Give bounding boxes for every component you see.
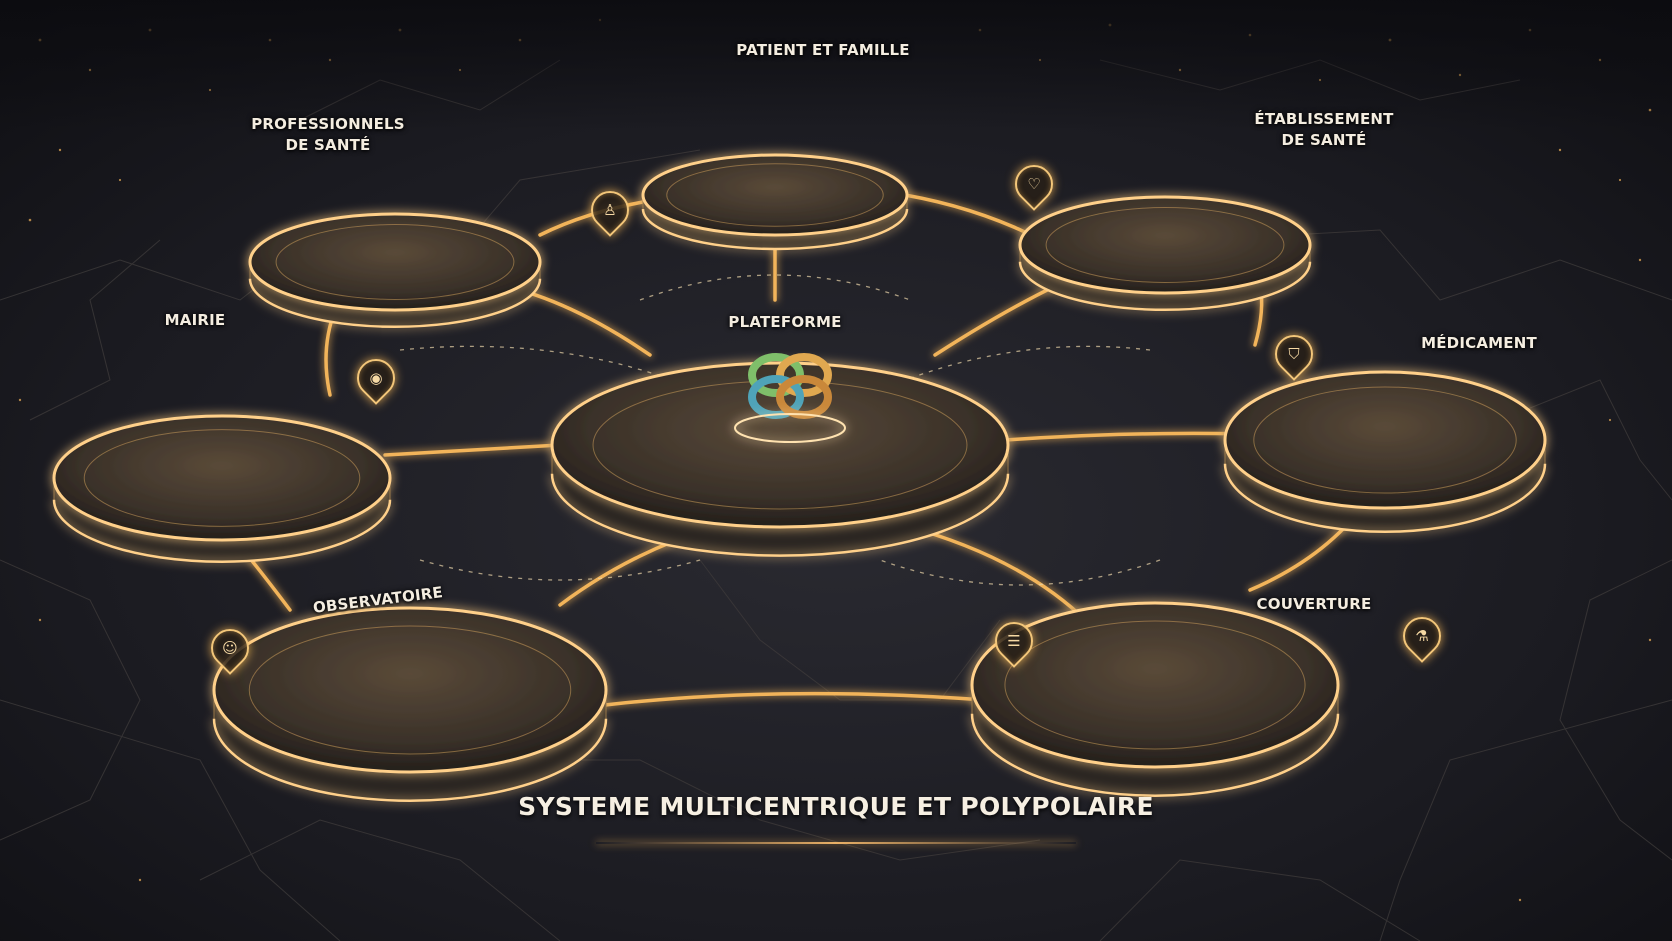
- pod-professionnels-de-sante-inner-ring: [275, 224, 515, 300]
- pod-plateforme: [550, 361, 1010, 557]
- pod-patient-et-famille-inner-ring: [666, 163, 884, 227]
- pod-mairie: [52, 414, 392, 563]
- pod-couverture: [970, 601, 1340, 797]
- pod-professionnels-de-sante: [248, 212, 542, 329]
- pod-plateforme-glow-ring: [550, 473, 1010, 557]
- pod-couverture-inner-ring: [1004, 620, 1306, 750]
- link-couverture-plateforme: [918, 528, 1082, 617]
- title-underline: [596, 842, 1076, 844]
- logo-ring-1: [748, 353, 804, 397]
- pod-medicament: [1223, 370, 1547, 534]
- pod-mairie-inner-ring: [83, 429, 361, 527]
- label-etablissement-de-sante: ÉTABLISSEMENT DE SANTÉ: [1254, 110, 1394, 149]
- pod-etablissement-de-sante-top: [1018, 195, 1312, 295]
- logo-halo: [734, 413, 846, 443]
- pod-etablissement-de-sante-glow-ring: [1018, 261, 1312, 312]
- link-observatoire-couverture: [603, 691, 987, 707]
- pod-patient-et-famille-top: [641, 153, 909, 237]
- label-medicament: MÉDICAMENT: [1421, 334, 1537, 352]
- pod-professionnels-de-sante-glow-ring: [248, 278, 542, 329]
- pod-patient-et-famille: [641, 153, 909, 251]
- pod-couverture-glow-ring: [970, 713, 1340, 797]
- pod-medicament-inner-ring: [1253, 386, 1517, 494]
- pod-mairie-top: [52, 414, 392, 542]
- pod-patient-et-famille-glow-ring: [641, 208, 909, 251]
- pod-plateforme-top: [550, 361, 1010, 529]
- pod-etablissement-de-sante-inner-ring: [1045, 207, 1285, 283]
- label-couverture: COUVERTURE: [1256, 595, 1372, 613]
- platform-logo-icon: [734, 353, 846, 443]
- pod-observatoire-top: [212, 606, 608, 774]
- pod-medicament-top: [1223, 370, 1547, 510]
- pod-mairie-glow-ring: [52, 499, 392, 563]
- logo-ring-2: [776, 353, 832, 397]
- pod-couverture-top: [970, 601, 1340, 769]
- label-mairie: MAIRIE: [164, 311, 226, 329]
- pod-observatoire: [212, 606, 608, 802]
- pod-etablissement-de-sante: [1018, 195, 1312, 312]
- link-mairie-plateforme: [383, 443, 562, 457]
- diagram-title: SYSTEME MULTICENTRIQUE ET POLYPOLAIRE: [518, 792, 1154, 821]
- label-plateforme: PLATEFORME: [728, 313, 842, 331]
- pod-medicament-glow-ring: [1223, 463, 1547, 534]
- label-patient-et-famille: PATIENT ET FAMILLE: [736, 41, 910, 59]
- label-professionnels-de-sante: PROFESSIONNELS DE SANTÉ: [251, 115, 405, 154]
- pod-observatoire-inner-ring: [248, 625, 572, 755]
- pod-observatoire-glow-ring: [212, 718, 608, 802]
- pod-professionnels-de-sante-top: [248, 212, 542, 312]
